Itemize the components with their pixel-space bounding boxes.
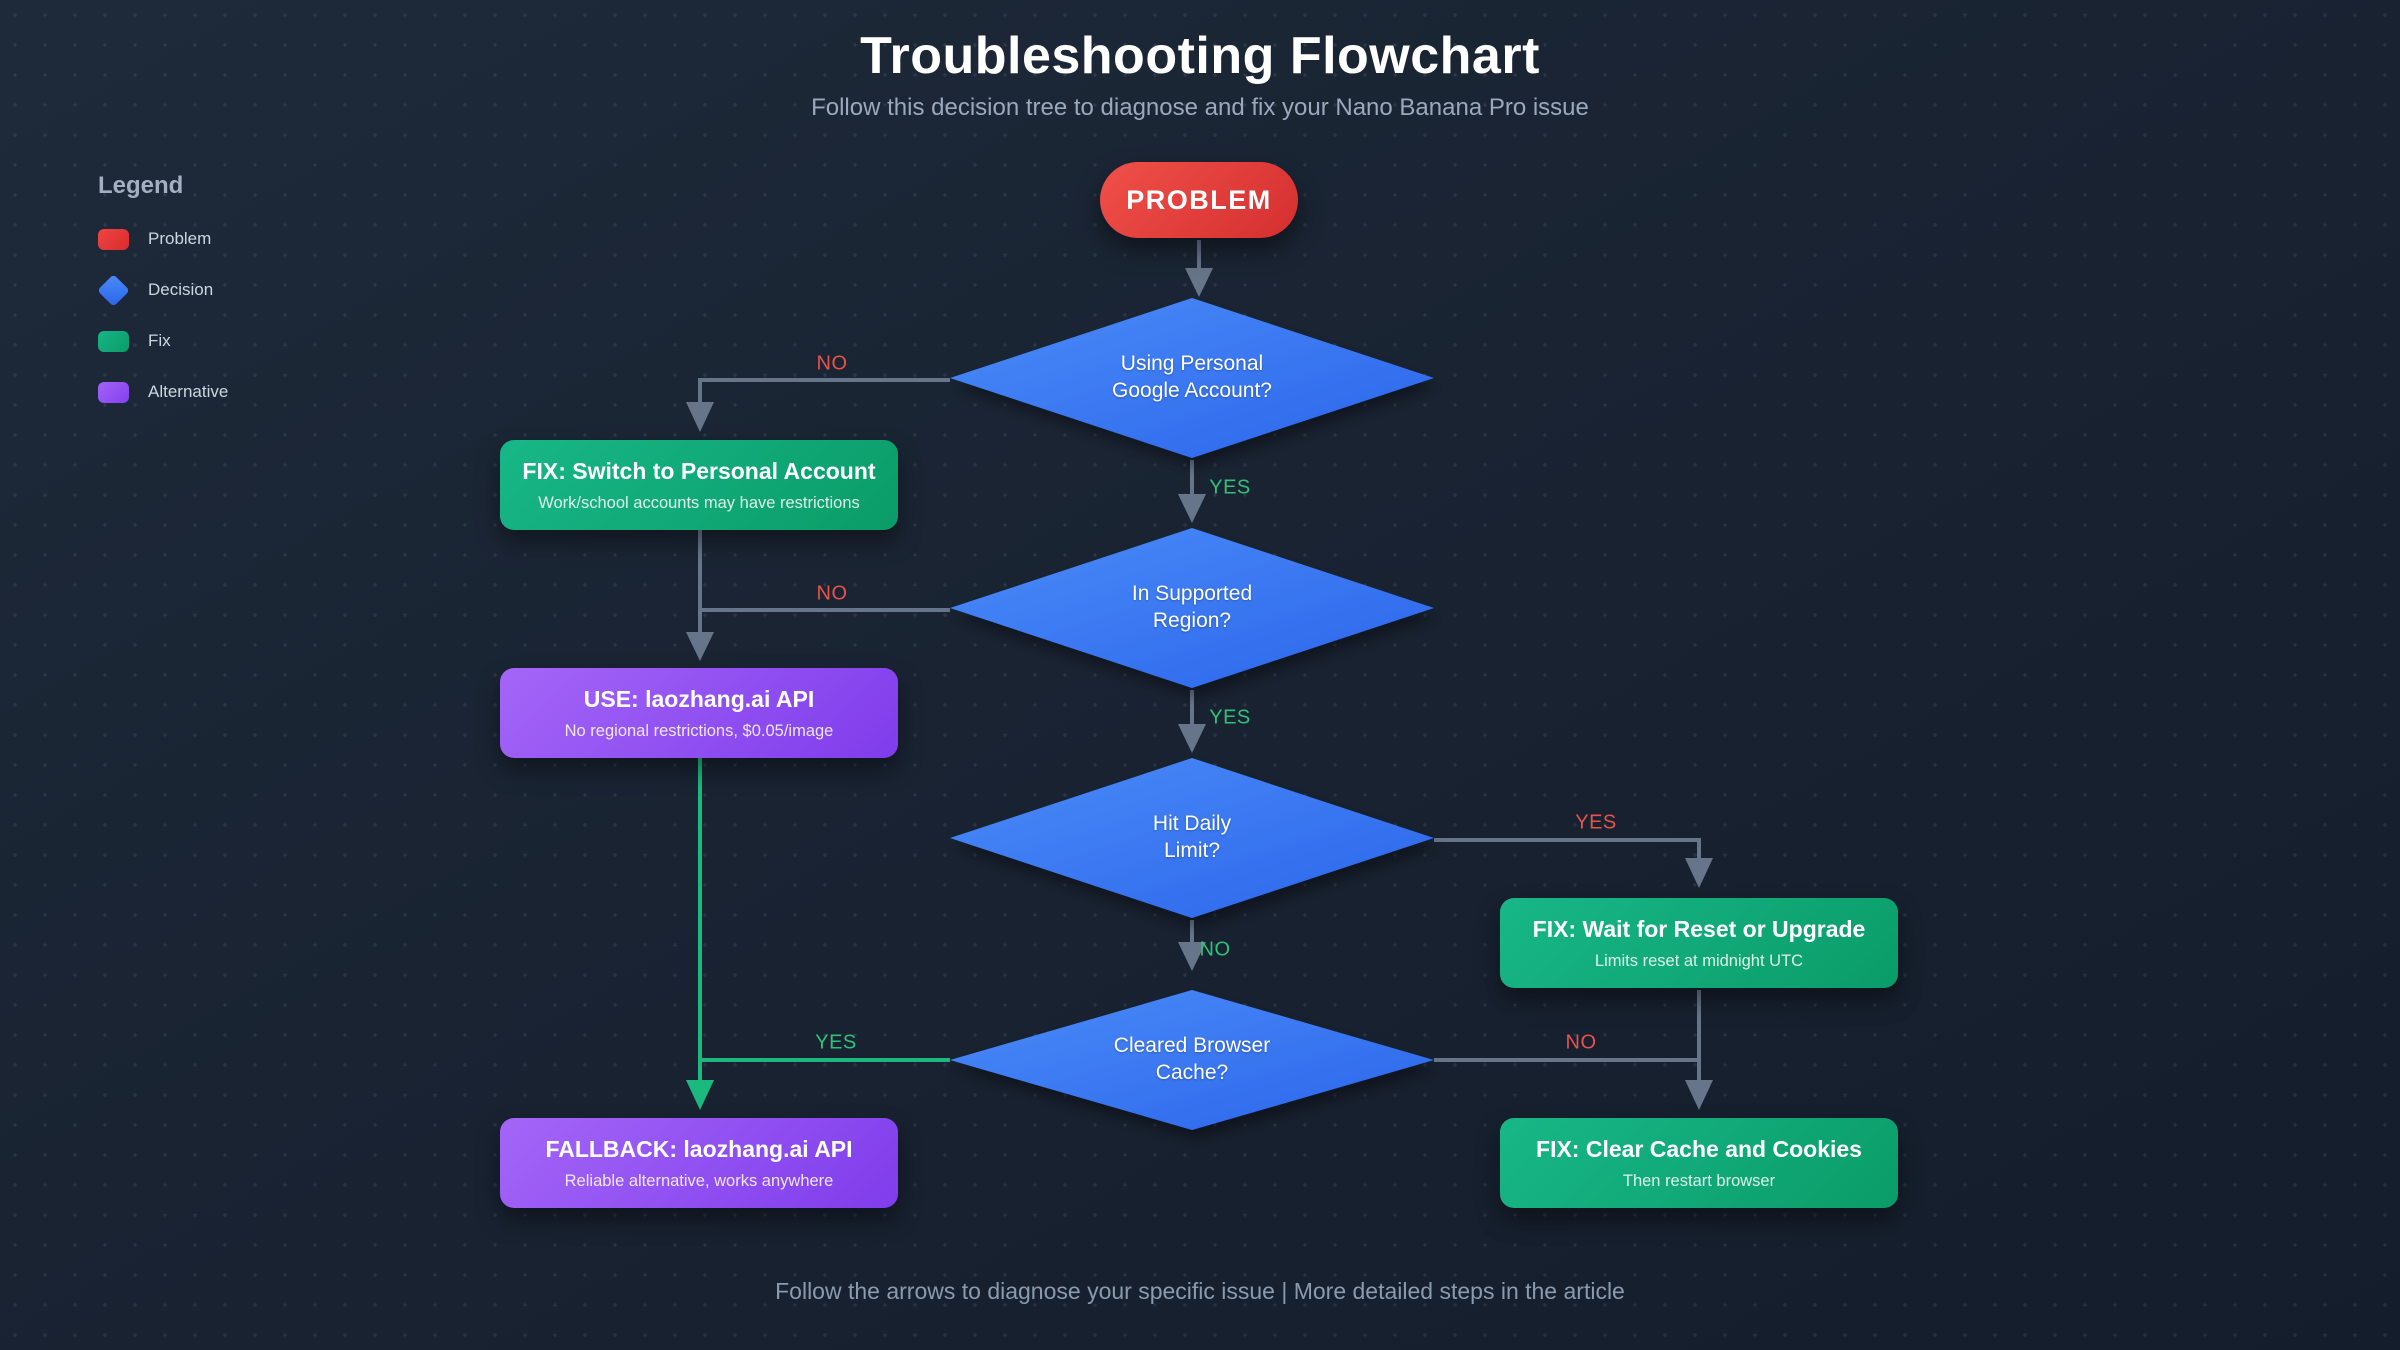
edge-label-yes-4: YES xyxy=(815,1031,857,1054)
legend-item-fix: Fix xyxy=(98,326,228,356)
fix-node-clear-cache: FIX: Clear Cache and Cookies Then restar… xyxy=(1500,1118,1898,1208)
fix-node-title: FIX: Wait for Reset or Upgrade xyxy=(1532,915,1866,942)
edge-label-yes-2: YES xyxy=(1209,706,1251,729)
legend-item-problem: Problem xyxy=(98,224,228,254)
alternative-node-subtitle: No regional restrictions, $0.05/image xyxy=(564,721,834,740)
fix-swatch-icon xyxy=(98,330,129,352)
edge-label-no-1: NO xyxy=(816,352,848,375)
decision-node-cleared-cache xyxy=(950,990,1434,1130)
fix-node-subtitle: Limits reset at midnight UTC xyxy=(1594,951,1804,970)
alternative-node-use-api: USE: laozhang.ai API No regional restric… xyxy=(500,668,898,758)
decision-label-daily-limit: Hit Daily Limit? xyxy=(1152,812,1232,862)
page-title: Troubleshooting Flowchart xyxy=(860,27,1540,85)
fix-node-subtitle: Work/school accounts may have restrictio… xyxy=(538,493,860,512)
fix-node-title: FIX: Switch to Personal Account xyxy=(522,457,876,484)
page-footer: Follow the arrows to diagnose your speci… xyxy=(775,1278,1625,1304)
gray-arrowheads xyxy=(686,268,1713,1110)
decision-label-personal-account: Using Personal Google Account? xyxy=(1112,352,1272,402)
legend: Legend Problem Decision Fix Alternative xyxy=(97,172,228,428)
edge-label-no-3: NO xyxy=(1199,938,1231,961)
fix-node-switch-account: FIX: Switch to Personal Account Work/sch… xyxy=(500,440,898,530)
fix-node-wait-reset: FIX: Wait for Reset or Upgrade Limits re… xyxy=(1500,898,1898,988)
decision-diamonds xyxy=(950,298,1434,1130)
problem-swatch-icon xyxy=(98,228,129,250)
legend-item-alternative: Alternative xyxy=(98,377,228,407)
edge-label-yes-1: YES xyxy=(1209,476,1251,499)
decision-node-supported-region xyxy=(950,528,1434,688)
legend-heading: Legend xyxy=(98,172,184,199)
legend-item-label: Alternative xyxy=(148,382,229,401)
legend-item-label: Problem xyxy=(148,229,212,248)
alternative-node-title: FALLBACK: laozhang.ai API xyxy=(545,1135,853,1162)
alternative-node-subtitle: Reliable alternative, works anywhere xyxy=(564,1171,834,1190)
problem-start-node: PROBLEM xyxy=(1100,162,1298,238)
decision-node-personal-account xyxy=(950,298,1434,458)
decision-label-supported-region: In Supported Region? xyxy=(1131,582,1253,632)
alternative-node-fallback-api: FALLBACK: laozhang.ai API Reliable alter… xyxy=(500,1118,898,1208)
alternative-swatch-icon xyxy=(98,381,129,403)
decision-node-daily-limit xyxy=(950,758,1434,918)
gray-connectors xyxy=(698,240,1701,1082)
green-arrowhead xyxy=(686,1080,714,1110)
green-connector xyxy=(698,758,950,1082)
alternative-node-title: USE: laozhang.ai API xyxy=(583,685,815,712)
page-subtitle: Follow this decision tree to diagnose an… xyxy=(811,94,1589,121)
edge-label-no-4: NO xyxy=(1565,1031,1597,1054)
fix-node-title: FIX: Clear Cache and Cookies xyxy=(1536,1135,1862,1162)
legend-item-label: Decision xyxy=(148,280,214,299)
legend-item-label: Fix xyxy=(148,331,171,350)
legend-item-decision: Decision xyxy=(97,273,228,307)
fix-node-subtitle: Then restart browser xyxy=(1622,1171,1776,1190)
edge-label-no-2: NO xyxy=(816,582,848,605)
edge-label-yes-3: YES xyxy=(1575,811,1617,834)
decision-label-cleared-cache: Cleared Browser Cache? xyxy=(1113,1034,1271,1084)
